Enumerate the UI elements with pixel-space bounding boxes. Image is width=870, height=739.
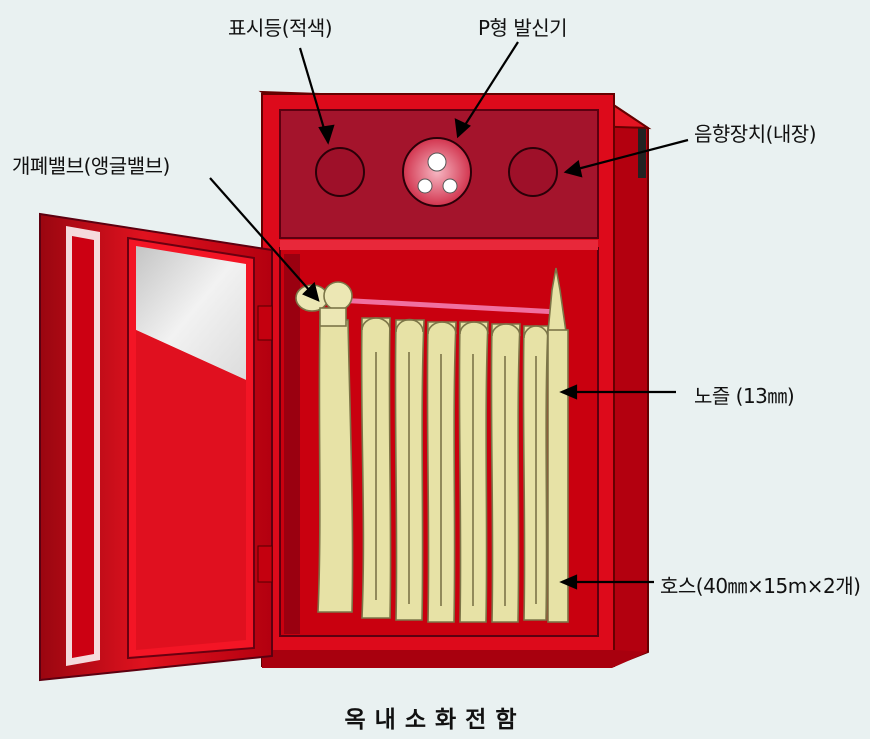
label-angle-valve: 개폐밸브(앵글밸브) xyxy=(12,154,170,178)
label-sounder: 음향장치(내장) xyxy=(694,122,817,146)
door-window-glass xyxy=(136,246,246,380)
indicator-lamp xyxy=(315,147,365,197)
door-left-frame xyxy=(72,236,94,658)
hose-loops xyxy=(361,317,549,606)
sounder xyxy=(508,147,558,197)
label-indicator-lamp: 표시등(적색) xyxy=(228,16,333,40)
nozzle xyxy=(547,267,569,623)
cabinet-bottom-ledge xyxy=(262,650,648,668)
hose-rail xyxy=(335,297,559,315)
diagram-caption: 옥내소화전함 xyxy=(344,707,526,733)
p-type-transmitter xyxy=(402,137,472,207)
leader-lines xyxy=(209,41,689,590)
transmitter-button xyxy=(417,178,433,194)
label-hose: 호스(40㎜×15m×2개) xyxy=(660,574,861,598)
door-hinge xyxy=(257,305,273,341)
angle-valve xyxy=(295,281,353,327)
transmitter-button xyxy=(427,152,447,172)
transmitter-button xyxy=(442,178,458,194)
label-p-type-transmitter: P형 발신기 xyxy=(478,16,568,40)
door-window-glass xyxy=(136,330,246,650)
door-hinge xyxy=(257,545,273,583)
label-nozzle: 노즐 (13㎜) xyxy=(694,384,795,408)
compartment-shelf xyxy=(280,240,598,250)
compartment-inner-shadow xyxy=(284,254,300,634)
